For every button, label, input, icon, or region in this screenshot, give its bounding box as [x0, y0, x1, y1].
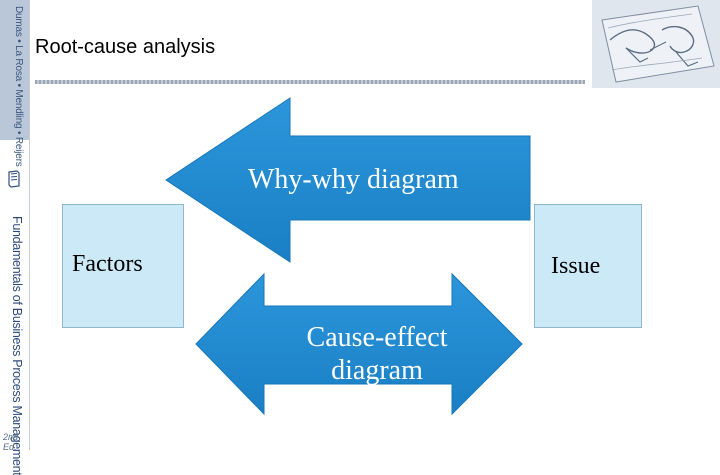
- issue-label: Issue: [551, 253, 601, 279]
- drawing-hands-image: [592, 0, 720, 88]
- factors-label: Factors: [72, 251, 143, 277]
- sidebar-header-band: [0, 0, 29, 140]
- factors-box: [62, 204, 184, 328]
- sidebar: Dumas • La Rosa • Mendling • Reijers Fun…: [0, 0, 30, 475]
- why-why-arrow: [165, 97, 531, 263]
- page-title: Root-cause analysis: [35, 36, 216, 58]
- sidebar-edition: 2nd Ed.: [3, 432, 19, 452]
- diagram-canvas: [165, 97, 531, 416]
- title-divider: [35, 80, 585, 84]
- why-why-label: Why-why diagram: [248, 164, 459, 195]
- cause-effect-arrow: [195, 272, 523, 416]
- cause-effect-label: Cause-effect diagram: [306, 322, 448, 386]
- issue-box: [534, 204, 642, 328]
- book-icon: [8, 170, 20, 188]
